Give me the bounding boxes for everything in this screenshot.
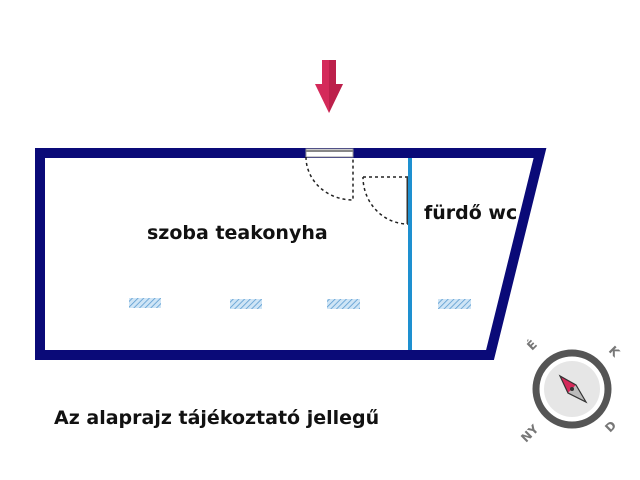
entrance-door-swing bbox=[305, 156, 354, 201]
room-label-living-kitchen: szoba teakonyha bbox=[147, 222, 328, 244]
compass-west-label: NY bbox=[518, 422, 541, 445]
bathroom-door-swing bbox=[362, 176, 409, 225]
compass-icon: É K D NY bbox=[518, 337, 623, 445]
compass-north-label: É bbox=[524, 337, 540, 353]
room-label-bathroom-wc: fürdő wc bbox=[424, 202, 518, 224]
compass-south-label: D bbox=[602, 418, 619, 435]
window bbox=[129, 298, 161, 308]
entrance-door-opening bbox=[305, 148, 354, 158]
entrance-arrow-icon bbox=[315, 60, 343, 113]
window bbox=[327, 299, 360, 309]
window bbox=[230, 299, 262, 309]
outer-wall bbox=[35, 148, 547, 360]
compass-east-label: K bbox=[606, 343, 623, 360]
disclaimer-text: Az alaprajz tájékoztató jellegű bbox=[54, 407, 380, 429]
window bbox=[438, 299, 471, 309]
